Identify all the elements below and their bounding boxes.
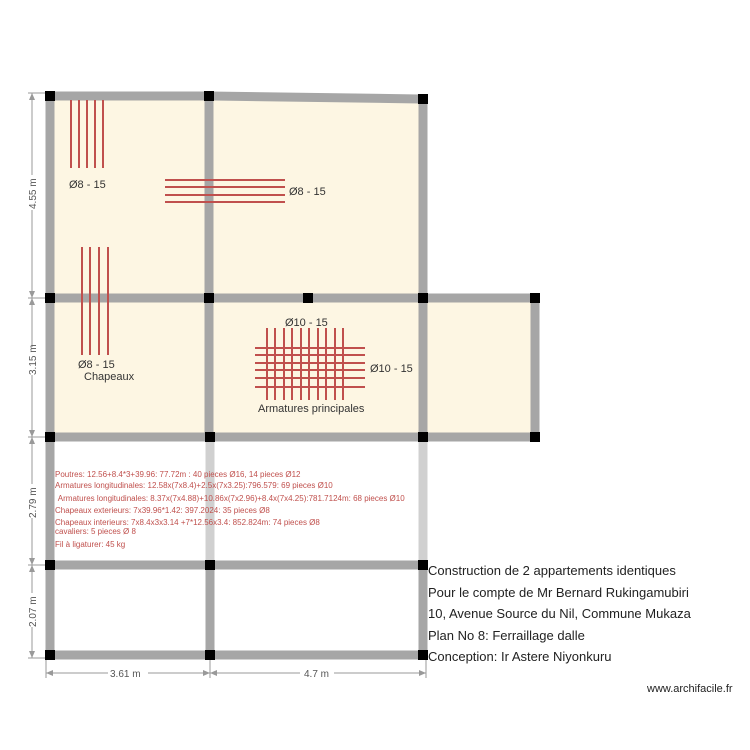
dimension-vertical-3: 2.79 m [28,487,39,518]
rebar-label-mesh-right: Ø10 - 15 [370,363,413,375]
vertical-dimension-arrows [29,93,35,658]
note-armatures-2: Armatures longitudinales: 8.37x(7x4.88)+… [56,494,405,503]
beams [45,91,540,660]
dimension-horizontal-2: 4.7 m [304,669,329,680]
dimension-vertical-2: 3.15 m [28,344,39,375]
horizontal-dimension-arrows [46,670,426,676]
dimension-vertical-4: 2.07 m [28,596,39,627]
title-block: Construction de 2 appartements identique… [428,560,691,668]
dimension-horizontal-1: 3.61 m [110,669,141,680]
slab-mid-center [209,298,423,437]
dimension-vertical-1: 4.55 m [28,178,39,209]
rebar-top-middle [165,179,285,203]
slab-top-left [50,96,209,298]
project-address: 10, Avenue Source du Nil, Commune Mukaza [428,606,691,621]
quantity-notes: Poutres: 12.56+8.4*3+39.96: 77.72m : 40 … [55,470,405,549]
slab-mid-left [50,298,209,437]
project-title: Construction de 2 appartements identique… [428,563,676,578]
beams-light [205,437,428,565]
slab-mid-right [423,298,535,437]
note-poutres: Poutres: 12.56+8.4*3+39.96: 77.72m : 40 … [55,470,301,479]
note-chapeaux-int: Chapeaux interieurs: 7x8.4x3x3.14 +7*12.… [55,518,320,527]
rebar-label-mesh-top: Ø10 - 15 [285,317,328,329]
rebar-label-mid-left: Ø8 - 15 [78,359,115,371]
note-cavaliers: cavaliers: 5 pieces Ø 8 [55,527,136,536]
horizontal-dimensions [45,660,427,678]
rebar-label-top-middle: Ø8 - 15 [289,186,326,198]
note-chapeaux-ext: Chapeaux exterieurs: 7x39.96*1.42: 397.2… [55,506,270,515]
note-fil: Fil à ligaturer: 45 kg [55,540,125,549]
watermark-link[interactable]: www.archifacile.fr [647,683,733,695]
slab-top-right [209,96,423,298]
rebar-mesh-principal [255,328,365,400]
rebar-caption-armatures: Armatures principales [258,403,365,415]
note-armatures-1: Armatures longitudinales: 12.58x(7x8.4)+… [55,481,333,490]
designer-name: Conception: Ir Astere Niyonkuru [428,649,612,664]
plan-number: Plan No 8: Ferraillage dalle [428,627,585,643]
rebar-caption-chapeaux: Chapeaux [84,371,135,383]
rebar-top-left [70,100,104,168]
columns [45,91,540,660]
rebar-chapeaux [81,247,109,355]
rebar-label-top-left: Ø8 - 15 [69,179,106,191]
client-name: Pour le compte de Mr Bernard Rukingamubi… [428,584,689,600]
